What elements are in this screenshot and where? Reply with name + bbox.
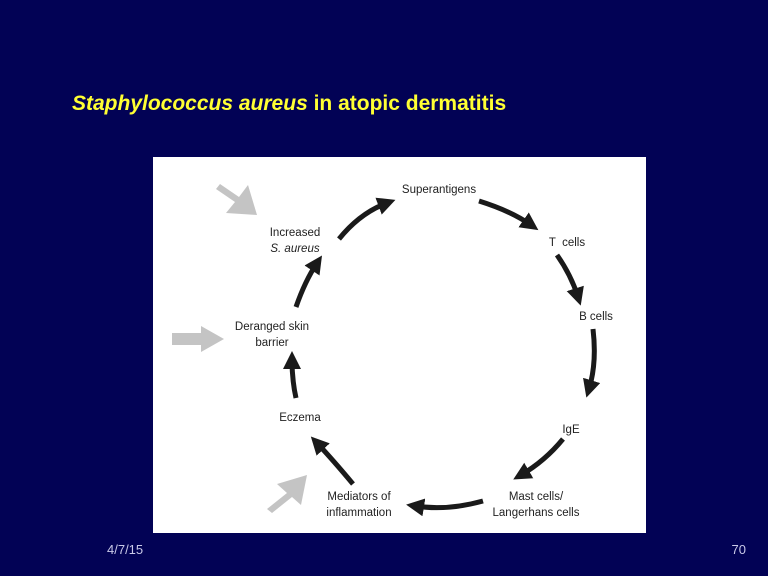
cycle-arrows: [283, 197, 601, 517]
node-skin-barrier-line2: barrier: [255, 337, 288, 349]
arrow-saureus-to-superantigens: [337, 197, 396, 241]
input-arrow-deranged-skin-barrier: [172, 326, 224, 352]
slide-title: Staphylococcus aureus in atopic dermatit…: [72, 92, 506, 116]
node-increased-line2: S. aureus: [270, 243, 319, 255]
arrow-ige-to-mastcells: [513, 437, 565, 480]
input-arrows: [172, 184, 307, 513]
node-b-cells: B cells: [579, 311, 613, 323]
node-increased-line1: Increased: [270, 227, 321, 239]
cycle-diagram: Superantigens T cells B cells IgE Mast c…: [172, 184, 613, 519]
node-superantigens: Superantigens: [402, 184, 476, 196]
node-mast-cells-line1: Mast cells/: [509, 491, 564, 503]
footer-date: 4/7/15: [107, 542, 144, 557]
title-rest: in atopic dermatitis: [307, 92, 507, 115]
node-mediators-line2: inflammation: [326, 507, 391, 519]
arrow-bcells-to-ige: [583, 328, 601, 398]
title-organism: Staphylococcus aureus: [72, 92, 308, 115]
input-arrow-increased-s-aureus: [216, 184, 257, 215]
node-ige: IgE: [562, 424, 580, 436]
arrow-eczema-to-barrier: [283, 351, 302, 399]
footer-page-number: 70: [731, 542, 746, 557]
node-mediators-line1: Mediators of: [327, 491, 391, 503]
arrow-barrier-to-saureus: [293, 255, 322, 308]
node-mast-cells-line2: Langerhans cells: [493, 507, 580, 519]
arrow-mediators-to-eczema: [310, 436, 355, 486]
cycle-diagram-panel: Superantigens T cells B cells IgE Mast c…: [153, 157, 646, 533]
arrow-tcells-to-bcells: [554, 253, 584, 306]
arrow-mastcells-to-mediators: [406, 498, 484, 517]
input-arrow-mediators: [267, 475, 307, 513]
node-t-cells: T cells: [549, 237, 585, 249]
node-skin-barrier-line1: Deranged skin: [235, 321, 309, 333]
arrow-superantigens-to-tcells: [478, 198, 539, 231]
node-eczema: Eczema: [279, 412, 321, 424]
node-labels: Superantigens T cells B cells IgE Mast c…: [235, 184, 613, 519]
